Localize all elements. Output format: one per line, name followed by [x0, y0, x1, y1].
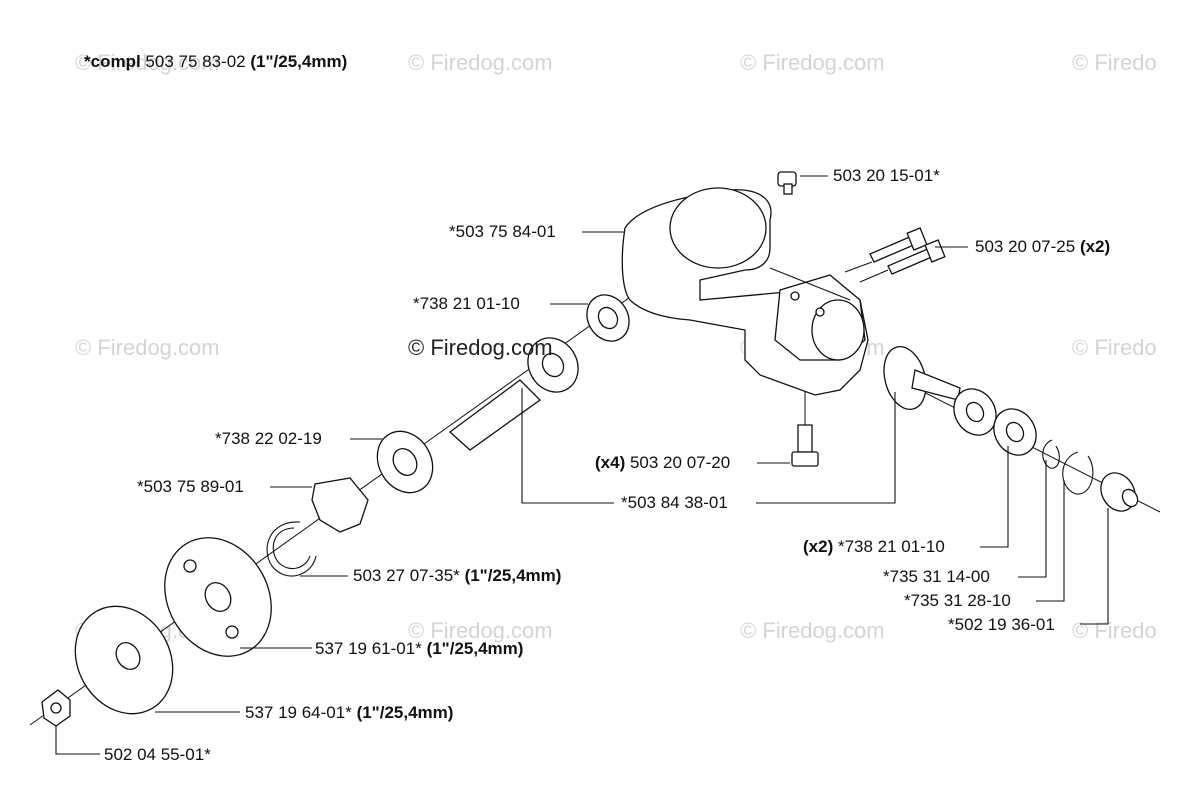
clamp-screws — [844, 227, 946, 283]
snap-ring — [266, 521, 317, 577]
label-snap-ring: 503 27 07-35* (1"/25,4mm) — [353, 566, 562, 585]
bearing-right-1 — [953, 388, 997, 436]
watermark: © Firedog.com — [740, 50, 885, 75]
title-prefix: *compl — [84, 52, 141, 71]
label-collar: *502 19 36-01 — [948, 615, 1055, 634]
title-number: 503 75 83-02 — [145, 52, 246, 71]
watermark: © Firedo — [1072, 50, 1157, 75]
watermark: © Firedog.com — [75, 50, 220, 75]
label-support-flange: 537 19 61-01* (1"/25,4mm) — [315, 639, 524, 658]
label-washer-tab: *503 75 89-01 — [137, 477, 244, 496]
bearing-right-2 — [993, 408, 1037, 456]
support-flange — [164, 537, 272, 657]
pinion-shaft — [448, 337, 579, 451]
label-nut: 502 04 55-01* — [104, 745, 211, 764]
circlip-large — [1062, 451, 1094, 495]
seal — [376, 430, 434, 494]
circlip-small — [1042, 439, 1060, 469]
leader-lines — [55, 175, 1109, 755]
top-screw — [777, 171, 797, 195]
bottom-screw — [791, 392, 819, 467]
label-screws-clamp: 503 20 07-25 (x2) — [975, 237, 1111, 256]
watermark: © Firedo — [1072, 335, 1157, 360]
label-circlip-a: *735 31 14-00 — [883, 567, 990, 586]
label-screws-bottom: (x4) 503 20 07-20 — [595, 453, 731, 472]
watermark: © Firedog.com — [740, 618, 885, 643]
label-screw-top: 503 20 15-01* — [833, 166, 940, 185]
watermark: © Firedog.com — [408, 618, 553, 643]
watermark: © Firedog.com — [408, 50, 553, 75]
bearing-left — [586, 294, 630, 342]
label-circlip-b: *735 31 28-10 — [904, 591, 1011, 610]
label-housing: *503 75 84-01 — [449, 222, 556, 241]
label-bearings-right: (x2) *738 21 01-10 — [803, 537, 945, 556]
nut — [41, 689, 71, 727]
watermark-dark: © Firedog.com — [408, 335, 553, 360]
tab-washer — [311, 477, 369, 533]
gear-housing — [621, 187, 869, 396]
watermark: © Firedo — [1072, 618, 1157, 643]
label-gear-set: *503 84 38-01 — [621, 493, 728, 512]
title-size: (1"/25,4mm) — [250, 52, 348, 71]
bevel-gear-right — [883, 346, 961, 410]
label-support-cup: 537 19 64-01* (1"/25,4mm) — [245, 703, 454, 722]
support-cup — [74, 605, 174, 715]
collar — [1100, 472, 1139, 512]
label-bearing-left: *738 21 01-10 — [413, 294, 520, 313]
assembly-title: *compl 503 75 83-02 (1"/25,4mm) — [84, 52, 347, 72]
watermark: © Firedog.com — [75, 335, 220, 360]
label-seal: *738 22 02-19 — [215, 429, 322, 448]
